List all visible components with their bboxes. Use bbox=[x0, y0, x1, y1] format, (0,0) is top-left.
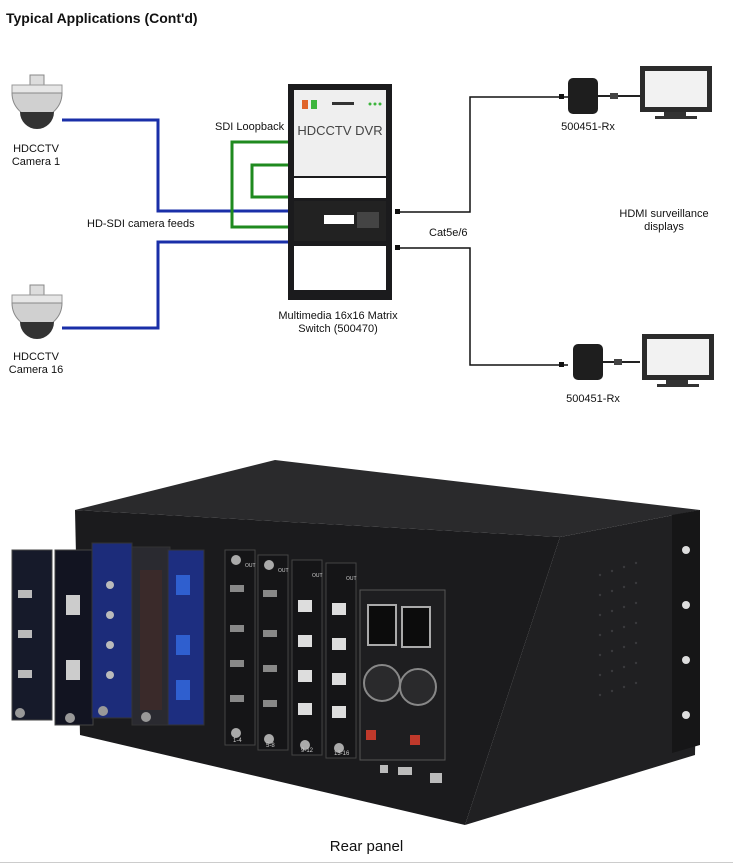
input-card-1 bbox=[11, 549, 53, 721]
input-card-5 bbox=[167, 549, 205, 726]
port-label-2: OUT bbox=[278, 568, 289, 574]
rear-panel-photo: 1-4 5-8 9-12 13-16 OUT OUT OUT OUT bbox=[11, 460, 700, 825]
sdi-loopback-label: SDI Loopback bbox=[215, 121, 285, 133]
receiver-bottom-icon bbox=[573, 344, 640, 380]
receiver-top-label: 500451-Rx bbox=[561, 121, 615, 133]
cat-line-bottom bbox=[398, 247, 568, 366]
power-supply-module bbox=[359, 589, 446, 783]
port-label-1: OUT bbox=[245, 563, 256, 569]
input-card-3 bbox=[91, 542, 133, 719]
camera-16-label-line1: HDCCTV bbox=[13, 351, 59, 363]
card-label-1: 1-4 bbox=[233, 738, 242, 744]
page-title: Typical Applications (Cont'd) bbox=[6, 10, 198, 26]
hdmi-output-card-1 bbox=[224, 549, 256, 746]
matrix-label-line1: Multimedia 16x16 Matrix bbox=[278, 310, 398, 322]
diagram-canvas bbox=[11, 66, 714, 387]
input-card-2 bbox=[54, 549, 94, 726]
sdi-loopback-line-outer bbox=[230, 140, 290, 229]
card-label-4: 13-16 bbox=[334, 751, 350, 757]
receiver-top-icon bbox=[568, 78, 640, 114]
camera-1-label-line1: HDCCTV bbox=[13, 143, 59, 155]
matrix-label-line2: Switch (500470) bbox=[298, 323, 378, 335]
cat-line-top bbox=[398, 96, 568, 213]
displays-label-line2: displays bbox=[644, 221, 684, 233]
receiver-bottom-label: 500451-Rx bbox=[566, 393, 620, 405]
camera-16-label-line2: Camera 16 bbox=[8, 364, 64, 376]
port-label-4: OUT bbox=[346, 576, 357, 582]
bottom-divider bbox=[0, 862, 733, 863]
equipment-rack bbox=[288, 84, 392, 300]
photo-caption: Rear panel bbox=[329, 838, 404, 855]
monitor-bottom-icon bbox=[642, 334, 714, 387]
camera-1-label-line2: Camera 1 bbox=[11, 156, 61, 168]
camera-16-feed-line bbox=[62, 240, 290, 330]
sdi-loopback-line-inner bbox=[250, 163, 290, 199]
camera-1-feed-line bbox=[62, 118, 290, 213]
dome-camera-16-icon bbox=[11, 284, 63, 339]
cat-output-card-1 bbox=[291, 559, 323, 756]
monitor-top-icon bbox=[640, 66, 712, 119]
port-label-3: OUT bbox=[312, 573, 323, 579]
dome-camera-1-icon bbox=[11, 74, 63, 129]
input-card-4 bbox=[131, 546, 171, 726]
dvr-label: HDCCTV DVR bbox=[297, 123, 383, 138]
displays-label-line1: HDMI surveillance bbox=[619, 208, 709, 220]
cat-output-card-2 bbox=[325, 562, 357, 759]
card-label-3: 9-12 bbox=[301, 748, 314, 754]
camera-feeds-label: HD-SDI camera feeds bbox=[87, 218, 195, 230]
cable-label: Cat5e/6 bbox=[429, 227, 468, 239]
hdmi-output-card-2 bbox=[257, 554, 289, 751]
card-label-2: 5-8 bbox=[266, 743, 275, 749]
